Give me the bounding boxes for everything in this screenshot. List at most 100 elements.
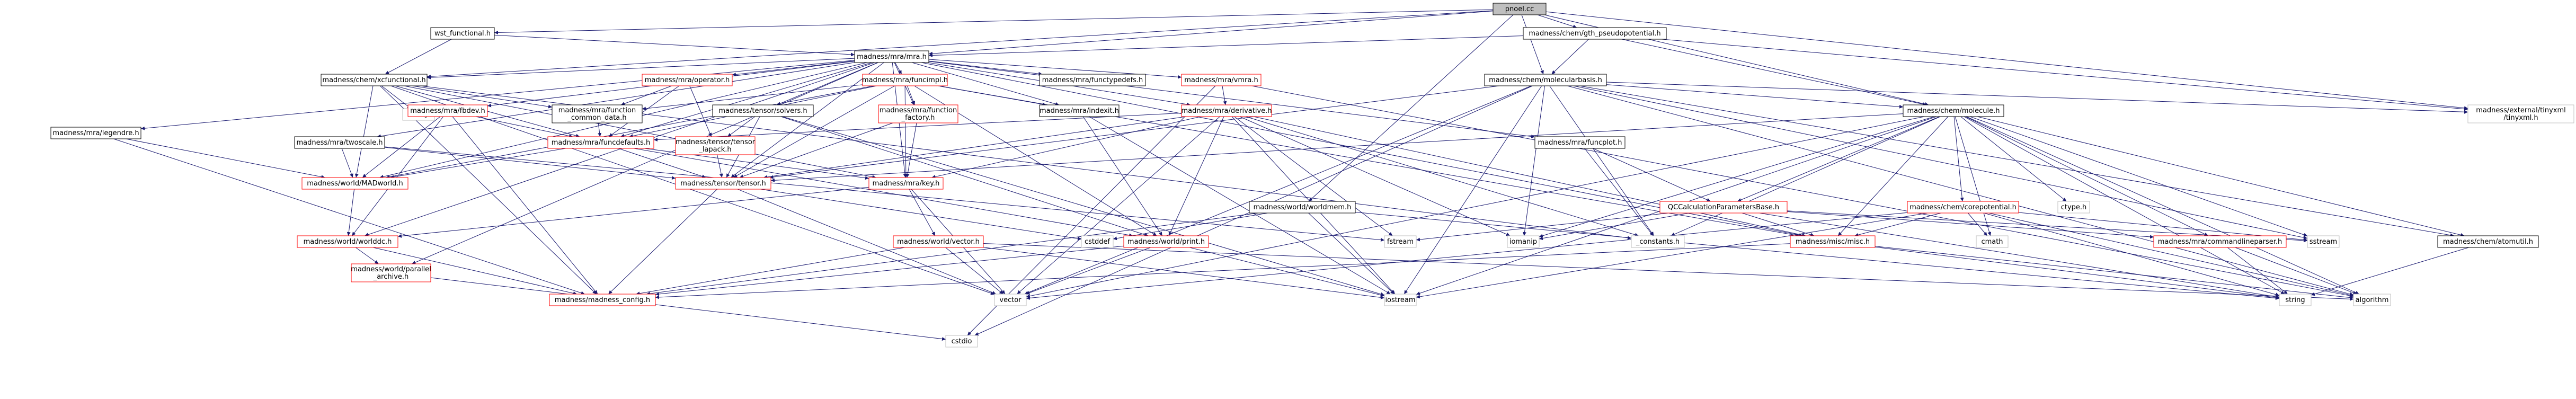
edge-root-to-molbasis	[1521, 14, 1544, 75]
node-box	[351, 263, 431, 282]
node-xcfunc[interactable]: madness/chem/xcfunctional.h	[321, 74, 428, 86]
node-corepot[interactable]: madness/chem/corepotential.h	[1907, 201, 2019, 214]
node-label: pnoel.cc	[1505, 5, 1534, 13]
node-parallel[interactable]: madness/world/parallel_archive.h	[351, 263, 431, 282]
node-funcimpl[interactable]: madness/mra/funcimpl.h	[862, 74, 948, 86]
edge-twoscale-to-tensor	[384, 147, 676, 180]
node-cmath: cmath	[1976, 235, 2009, 248]
edge-molecule-to-atomutil	[1977, 116, 2465, 237]
edge-corepot-to-sstream	[2018, 212, 2308, 242]
node-misc[interactable]: madness/misc/misc.h	[1790, 235, 1876, 248]
node-label: madness/mra/function	[558, 107, 636, 114]
node-label: madness/chem/gth_pseudopotential.h	[1529, 30, 1660, 38]
node-box	[994, 294, 1027, 306]
node-worlddc[interactable]: madness/world/worlddc.h	[297, 235, 398, 248]
edge-xcfunc-to-vector	[390, 85, 995, 295]
node-mraworld[interactable]: madness/world/MADworld.h	[301, 177, 408, 190]
node-solvers[interactable]: madness/tensor/solvers.h	[712, 104, 814, 117]
node-qccalc[interactable]: QCCalculationParametersBase.h	[1659, 201, 1788, 214]
node-label: madness/mra/functypedefs.h	[1042, 76, 1143, 84]
edge-molecule-to-ctype	[1960, 116, 2067, 202]
node-funcdefaults[interactable]: madness/mra/funcdefaults.h	[547, 136, 654, 149]
edge-vector_h-to-algorithm	[983, 243, 2354, 301]
node-functypedefs[interactable]: madness/mra/functypedefs.h	[1039, 74, 1146, 86]
edge-mra-to-worlddc	[365, 62, 875, 237]
edge-corepot-to-string	[1984, 212, 2280, 297]
node-funcplot[interactable]: madness/mra/funcplot.h	[1534, 136, 1625, 149]
node-ffactory[interactable]: madness/mra/function_factory.h	[878, 104, 958, 123]
node-mra[interactable]: madness/mra/mra.h	[854, 50, 929, 63]
edge-molecule-to-misc	[1837, 116, 1949, 236]
node-box	[2153, 235, 2287, 248]
node-label: iomanip	[1509, 238, 1537, 246]
edge-mra-to-functypedefs	[928, 60, 1043, 76]
edge-mra-to-xcfunc	[427, 58, 855, 79]
node-label: cstddef	[1085, 238, 1111, 246]
node-key[interactable]: madness/mra/key.h	[868, 177, 944, 190]
edge-root-to-mra	[928, 11, 1494, 56]
node-vmra[interactable]: madness/mra/vmra.h	[1181, 74, 1262, 86]
node-box	[321, 74, 428, 86]
node-box	[642, 74, 733, 86]
node-label: _common_data.h	[567, 114, 626, 122]
edge-derivative-to-misc	[1253, 116, 1806, 237]
node-fbdev[interactable]: madness/mra/fbdev.h	[407, 104, 488, 117]
edge-atomutil-to-string	[2311, 247, 2469, 296]
node-box	[1903, 104, 2004, 117]
node-box	[2437, 235, 2539, 248]
node-label: madness/world/parallel	[351, 265, 431, 273]
edge-funcdefaults-to-worldprint	[634, 148, 1133, 237]
edge-molecule-to-qccalc	[1737, 116, 1940, 202]
node-root[interactable]: pnoel.cc	[1493, 3, 1547, 15]
node-indexit[interactable]: madness/mra/indexit.h	[1039, 104, 1120, 117]
edge-gth-to-mra	[928, 35, 1524, 57]
edge-mra-to-funcdefaults	[620, 62, 872, 138]
node-gth[interactable]: madness/chem/gth_pseudopotential.h	[1523, 27, 1667, 40]
edge-molecule-to-constants	[1671, 116, 1941, 236]
node-operator[interactable]: madness/mra/operator.h	[642, 74, 733, 86]
node-atomutil[interactable]: madness/chem/atomutil.h	[2437, 235, 2539, 248]
node-legendre[interactable]: madness/mra/legendre.h	[50, 127, 141, 139]
edge-ffactory-to-tensor	[739, 122, 893, 178]
edge-derivative-to-tensor	[763, 116, 1186, 179]
edge-indexit-to-iostream	[1089, 116, 1391, 295]
node-cmdline[interactable]: madness/mra/commandlineparser.h	[2153, 235, 2287, 248]
edge-worlddc-to-parallel	[355, 247, 379, 264]
edge-xcfunc-to-utility	[381, 85, 412, 109]
edge-qccalc-to-iomanip	[1539, 212, 1690, 241]
edge-misc-to-string	[1875, 246, 2280, 299]
edge-indexit-to-worldprint	[1082, 116, 1163, 236]
node-twoscale[interactable]: madness/mra/twoscale.h	[294, 136, 385, 149]
node-wst[interactable]: wst_functional.h	[430, 27, 495, 40]
node-label: ctype.h	[2061, 203, 2087, 211]
node-label: madness/mra/funcplot.h	[1538, 139, 1622, 147]
node-box	[675, 177, 771, 190]
node-box	[1790, 235, 1876, 248]
node-config[interactable]: madness/madness_config.h	[549, 294, 656, 306]
node-derivative[interactable]: madness/mra/derivative.h	[1181, 104, 1272, 117]
edge-worldprint-to-iostream	[1189, 247, 1385, 297]
edge-xcfunc-to-fcdata	[412, 85, 553, 109]
edge-funcdefaults-to-mraworld	[390, 148, 566, 179]
edge-fbdev-to-mraworld	[362, 116, 441, 178]
node-box	[547, 136, 654, 149]
node-label: madness/mra/key.h	[873, 180, 940, 188]
node-label: cmath	[1981, 238, 2003, 246]
edge-cmdline-to-string	[2227, 247, 2288, 295]
node-box	[945, 335, 978, 348]
edge-mra-to-solvers	[777, 62, 878, 105]
edge-molbasis-to-sstream	[1573, 85, 2308, 240]
node-molecule[interactable]: madness/chem/molecule.h	[1903, 104, 2004, 117]
node-label: string	[2285, 296, 2305, 304]
node-tensor[interactable]: madness/tensor/tensor.h	[675, 177, 771, 190]
node-tlapack[interactable]: madness/tensor/tensor_lapack.h	[675, 136, 756, 155]
node-worldmem[interactable]: madness/world/worldmem.h	[1249, 201, 1356, 214]
node-fcdata[interactable]: madness/mra/function_common_data.h	[552, 104, 643, 123]
node-worldprint[interactable]: madness/world/print.h	[1123, 235, 1209, 248]
node-box	[1039, 104, 1120, 117]
node-vector_h[interactable]: madness/world/vector.h	[893, 235, 984, 248]
node-molbasis[interactable]: madness/chem/molecularbasis.h	[1484, 74, 1607, 86]
node-label: madness/madness_config.h	[555, 296, 650, 304]
edge-mra-to-legendre	[140, 60, 855, 130]
edge-wst-to-xcfunc	[385, 39, 452, 75]
